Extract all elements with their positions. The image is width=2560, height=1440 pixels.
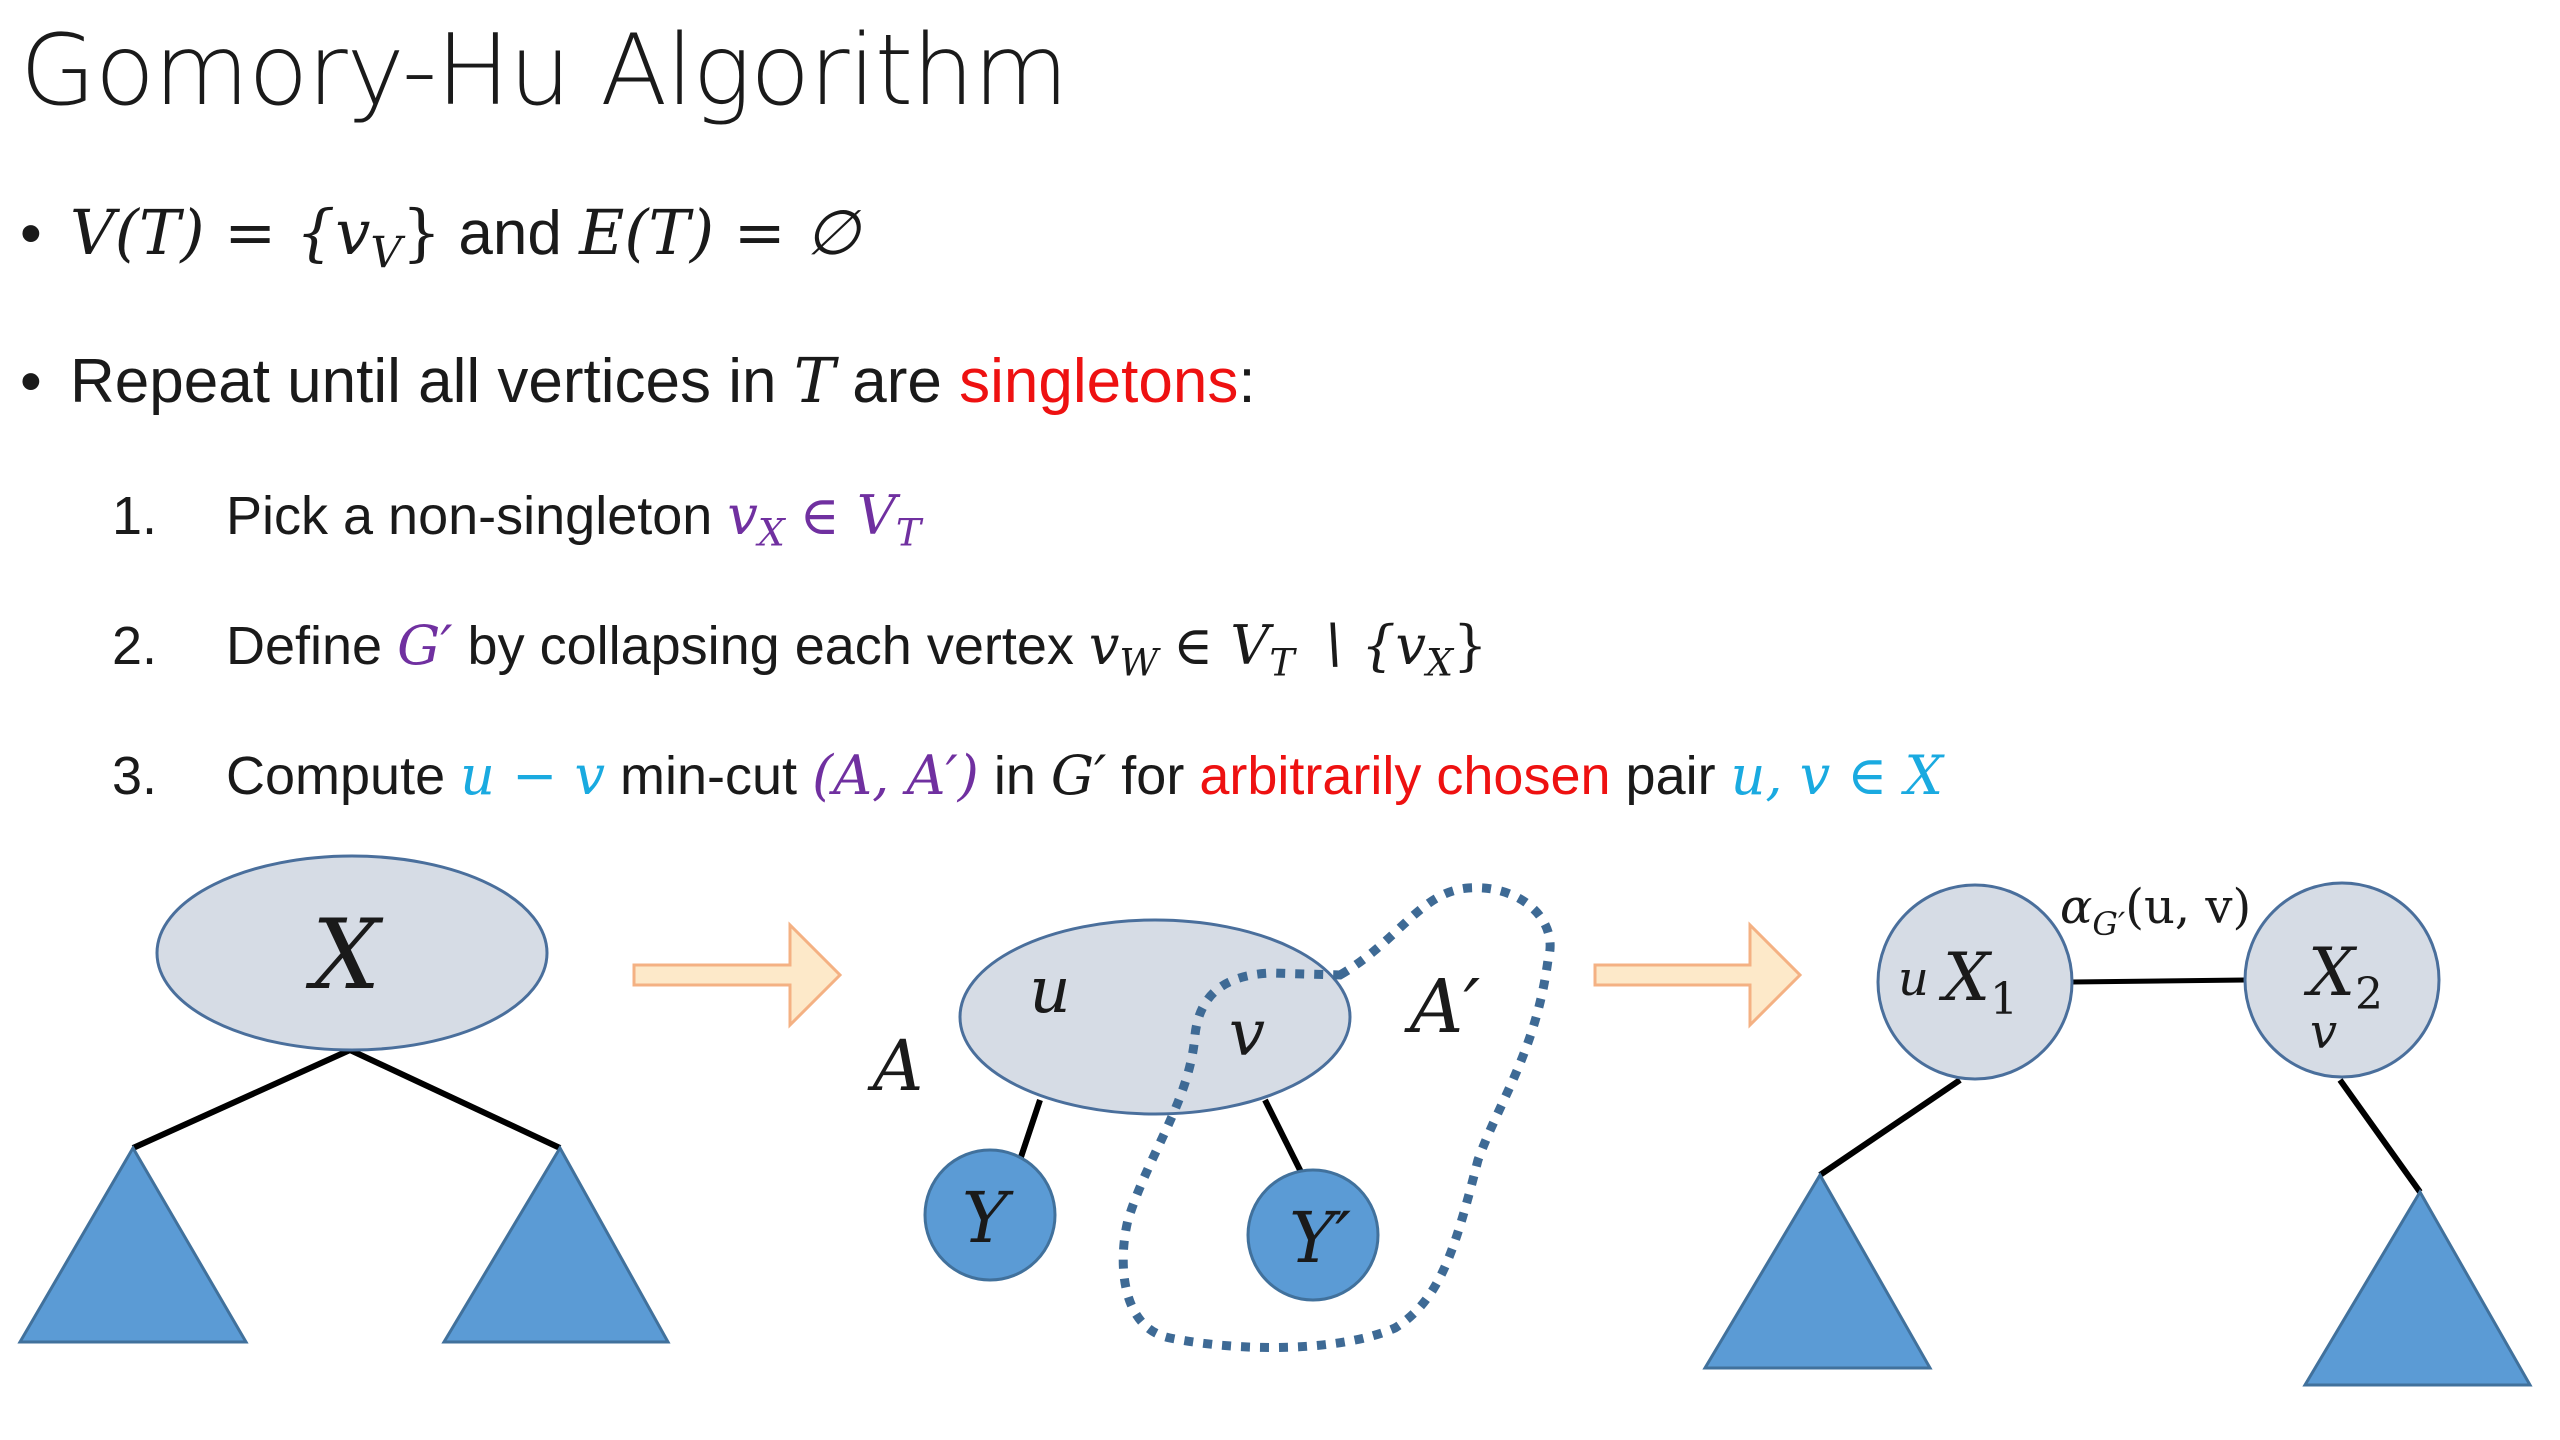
arbitrarily-chosen-highlight: arbitrarily chosen — [1199, 746, 1611, 806]
edge-X2-subtree — [2337, 1078, 2423, 1194]
edge-u-Y — [1017, 1099, 1043, 1161]
label-v: v — [1229, 997, 1265, 1071]
bullet-repeat: •Repeat until all vertices in T are sing… — [20, 344, 1256, 419]
math-g-prime: G′ — [397, 614, 453, 677]
step-2: 2.Define G′ by collapsing each vertex vW… — [112, 614, 1488, 685]
bullet-dot: • — [20, 199, 42, 268]
math-vx: vX — [727, 484, 785, 555]
right-tree: X1 X2 u v αG′(u, v) — [1702, 879, 2533, 1387]
slide-title: Gomory-Hu Algorithm — [20, 14, 1069, 128]
node-Y — [923, 1148, 1057, 1282]
math-in-vt: ∈ VT — [1173, 614, 1295, 685]
label-A-prime: A′ — [1404, 964, 1480, 1050]
math-pair: u, v ∈ X — [1730, 744, 1943, 807]
label-A: A — [867, 1025, 924, 1107]
math-vw: vW — [1088, 614, 1159, 685]
subtree-left — [17, 1145, 249, 1344]
math-minus-vx: ∖ {vX} — [1309, 614, 1488, 685]
label-Y: Y — [962, 1177, 1014, 1259]
left-tree: X — [17, 854, 671, 1344]
node-X1 — [1876, 883, 2074, 1081]
and-word: and — [458, 199, 562, 268]
edge-v-Yprime — [1262, 1098, 1308, 1182]
label-Y-prime: Y′ — [1289, 1197, 1351, 1279]
singletons-highlight: singletons — [959, 347, 1239, 416]
math-in-vt: ∈ VT — [799, 484, 922, 555]
subtree-X2 — [2302, 1189, 2533, 1387]
arrow-right-2 — [1593, 921, 1803, 1029]
math-u-minus-v: u − v — [460, 744, 606, 807]
cut-boundary — [1118, 883, 1555, 1352]
node-X2 — [2243, 881, 2441, 1079]
bullet-initialization: • V(T) = {vV} and E(T) = ∅ — [20, 196, 859, 279]
step-3: 3.Compute u − v min-cut (A, A′) in G′ fo… — [112, 744, 1943, 807]
edge-X1-subtree — [1818, 1077, 1962, 1178]
step-1: 1.Pick a non-singleton vX ∈ VT — [112, 484, 922, 555]
edge-left — [131, 1047, 352, 1151]
label-v-right: v — [2310, 1004, 2337, 1060]
math-g-prime: G′ — [1050, 744, 1107, 807]
subtree-X1 — [1702, 1172, 1933, 1370]
bullet-dot: • — [20, 347, 42, 416]
math-cut: (A, A′) — [812, 744, 979, 807]
math-edge-set: E(T) = ∅ — [579, 196, 860, 269]
math-vertex-set: V(T) = {vV} — [70, 196, 442, 279]
math-T: T — [793, 344, 836, 417]
node-X — [155, 854, 549, 1052]
node-X-split — [958, 918, 1352, 1116]
label-X2: X2 — [2303, 934, 2383, 1020]
label-X1: X1 — [1938, 939, 2018, 1025]
arrow-right-1 — [632, 921, 843, 1029]
edge-label: αG′(u, v) — [2060, 879, 2251, 943]
subtree-right — [441, 1144, 671, 1344]
edge-right — [348, 1047, 562, 1151]
node-X-label: X — [305, 899, 384, 1011]
label-u: u — [1029, 954, 1070, 1028]
node-Y-prime — [1246, 1168, 1380, 1302]
middle-split: u v A A′ Y Y′ — [867, 883, 1555, 1352]
label-u-right: u — [1898, 951, 1929, 1007]
edge-X1-X2 — [2071, 977, 2246, 985]
